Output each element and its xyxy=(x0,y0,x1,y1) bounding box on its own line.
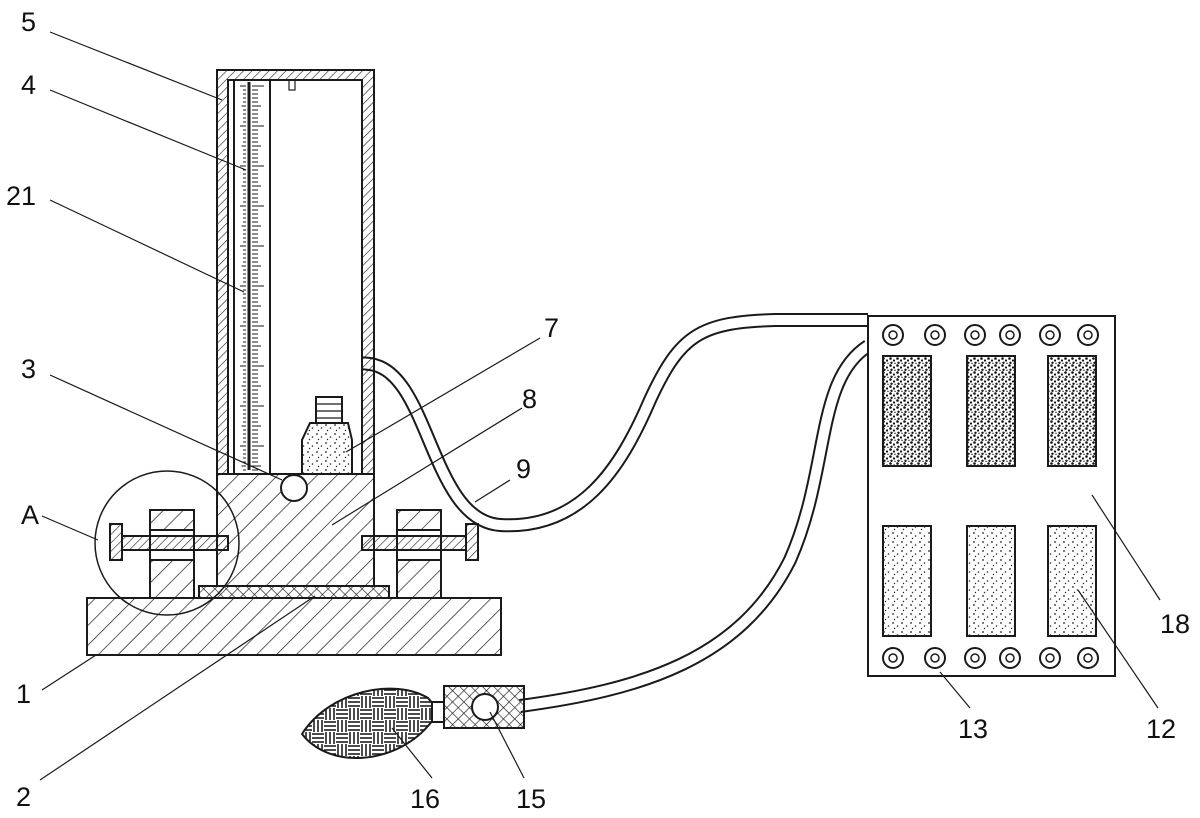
electrode-pad-dense-2 xyxy=(966,355,1016,467)
base-plate xyxy=(86,597,502,656)
scale-ticks xyxy=(240,85,264,471)
callout-8: 8 xyxy=(522,384,537,414)
callout-12: 12 xyxy=(1146,714,1176,744)
right-screw xyxy=(361,523,479,561)
panel-bolt xyxy=(999,647,1021,669)
callout-16: 16 xyxy=(410,784,440,814)
hose-upper xyxy=(316,313,868,533)
callout-a: A xyxy=(21,500,39,530)
callout-9: 9 xyxy=(516,454,531,484)
panel-bolt xyxy=(1077,647,1099,669)
gasket-strip xyxy=(198,585,390,599)
callout-15: 15 xyxy=(516,784,546,814)
electrode-pad-dense-1 xyxy=(882,355,932,467)
electrode-pad-light-1 xyxy=(882,525,932,637)
panel-bolt xyxy=(882,324,904,346)
inflation-bulb xyxy=(300,687,445,759)
valve-knob xyxy=(280,474,308,502)
callout-13: 13 xyxy=(958,714,988,744)
left-screw xyxy=(109,523,229,561)
panel-bolt xyxy=(1039,647,1061,669)
electrode-pad-light-2 xyxy=(966,525,1016,637)
callout-7: 7 xyxy=(544,313,559,343)
callout-1: 1 xyxy=(16,679,31,709)
callout-5: 5 xyxy=(21,7,36,37)
callout-18: 18 xyxy=(1160,609,1190,639)
bulb-valve xyxy=(443,685,525,729)
panel-bolt xyxy=(1077,324,1099,346)
callout-21: 21 xyxy=(6,181,36,211)
callout-3: 3 xyxy=(21,354,36,384)
right-clamp-block xyxy=(396,509,442,599)
electrode-panel xyxy=(867,315,1116,677)
panel-bolt xyxy=(882,647,904,669)
left-clamp-block xyxy=(149,509,195,599)
electrode-pad-dense-3 xyxy=(1047,355,1097,467)
hose-lower xyxy=(519,340,873,713)
hose-connector xyxy=(301,396,353,475)
leader-lines xyxy=(39,31,1161,781)
panel-bolt xyxy=(1039,324,1061,346)
callout-2: 2 xyxy=(16,782,31,812)
panel-bolt xyxy=(924,324,946,346)
detail-circle-a xyxy=(94,470,240,616)
panel-bolt xyxy=(964,647,986,669)
panel-bolt xyxy=(924,647,946,669)
electrode-pad-light-3 xyxy=(1047,525,1097,637)
callout-4: 4 xyxy=(21,70,36,100)
panel-bolt xyxy=(964,324,986,346)
panel-bolt xyxy=(999,324,1021,346)
gauge-column xyxy=(216,69,375,475)
